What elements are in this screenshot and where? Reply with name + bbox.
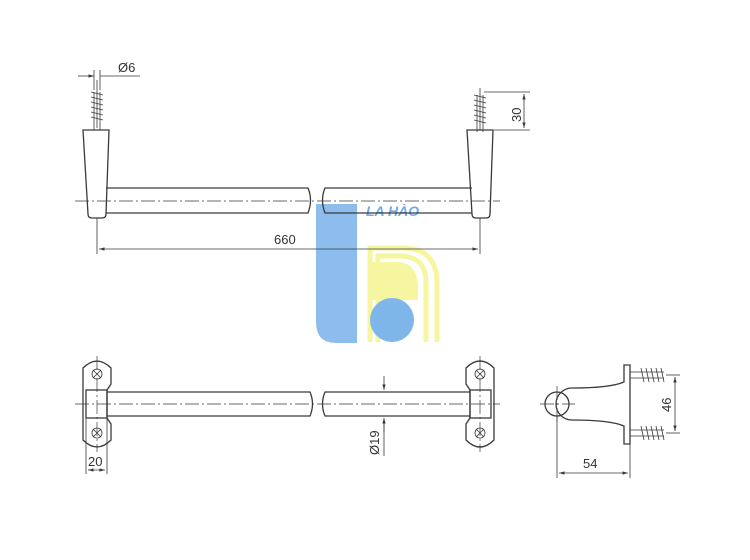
front-view: Ø6 30 660 [75, 60, 530, 254]
logo-blue-bar [316, 204, 357, 343]
side-view: 46 54 [540, 364, 680, 478]
dim-side-height-label: 46 [659, 398, 674, 412]
side-lower-screw [630, 425, 665, 441]
left-screw [90, 80, 104, 130]
logo-yellow-arch-inner [375, 253, 429, 342]
watermark-logo: LA HÀO [316, 203, 440, 343]
top-view: Ø19 20 [75, 356, 500, 474]
right-screw [473, 88, 487, 132]
dim-side-height: 46 [659, 374, 680, 434]
dim-side-depth-label: 54 [583, 456, 597, 471]
dim-bar-diameter-label: Ø19 [367, 430, 382, 455]
left-bracket [82, 129, 110, 219]
logo-text: LA HÀO [366, 203, 419, 219]
right-bracket [466, 129, 494, 219]
logo-blue-circle [370, 298, 414, 342]
dim-bar-diameter: Ø19 [367, 376, 386, 456]
dim-overall-length: 660 [96, 218, 481, 254]
dim-bracket-width-label: 20 [88, 454, 102, 469]
bar-left-segment [106, 187, 312, 214]
logo-yellow-arch-core [368, 262, 418, 300]
dim-screw-length: 30 [484, 91, 530, 131]
side-bracket-profile [555, 364, 631, 445]
right-mount-plate [465, 360, 495, 448]
side-upper-screw [630, 367, 665, 383]
dim-screw-diameter-label: Ø6 [118, 60, 135, 75]
dim-side-depth: 54 [556, 416, 631, 478]
dim-screw-diameter: Ø6 [78, 60, 140, 90]
dim-bracket-width: 20 [85, 418, 108, 474]
dim-screw-length-label: 30 [509, 108, 524, 122]
bar-right-segment [321, 187, 472, 214]
dim-overall-length-label: 660 [274, 232, 296, 247]
